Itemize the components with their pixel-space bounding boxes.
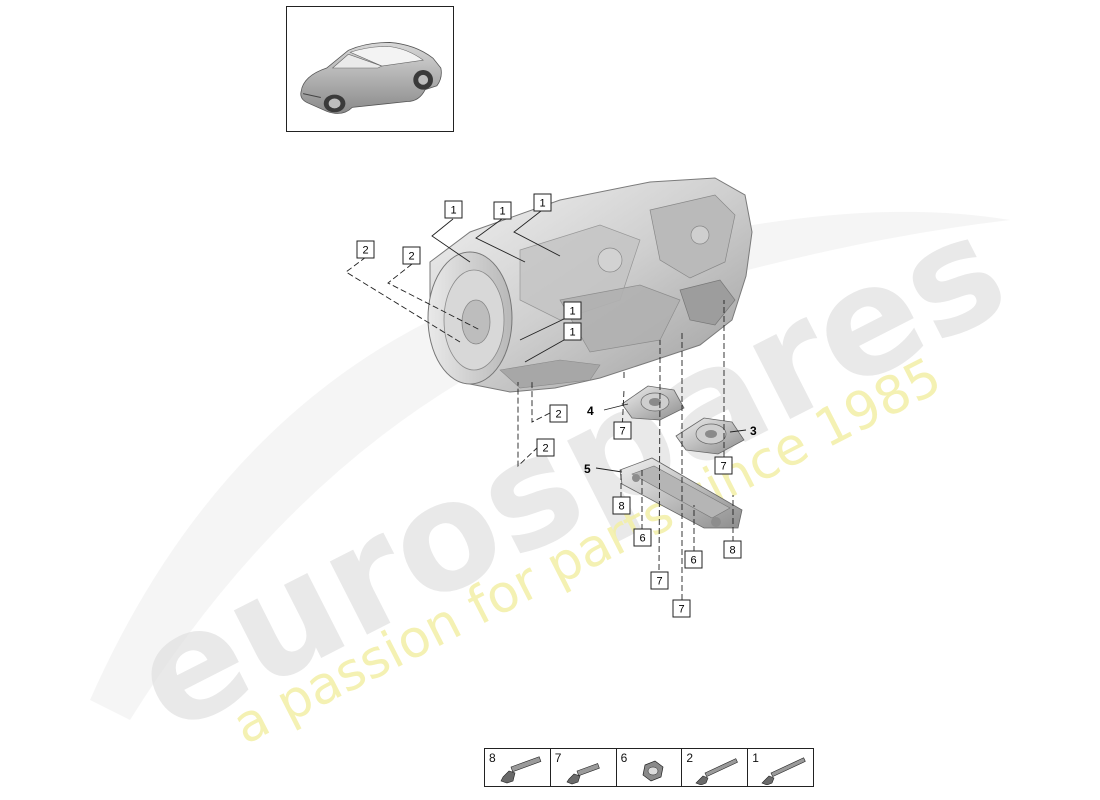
callout-label: 7 (720, 461, 726, 473)
legend-cell-8: 8 (485, 749, 551, 786)
legend-cell-1: 1 (748, 749, 813, 786)
legend-number: 6 (620, 751, 628, 765)
callout-7: 7 (672, 599, 691, 618)
callout-label: 7 (656, 576, 662, 588)
callout-7: 7 (613, 421, 632, 440)
legend-number: 7 (554, 751, 562, 765)
legend-number: 8 (489, 751, 496, 765)
callout-8: 8 (612, 496, 631, 515)
vehicle-thumbnail (286, 6, 454, 132)
mount-4 (621, 385, 685, 421)
callout-label: 2 (542, 443, 548, 455)
callout-6: 6 (633, 528, 652, 547)
label-4: 4 (587, 404, 594, 418)
leader-lines (345, 210, 747, 600)
callout-1: 1 (493, 201, 512, 220)
callout-8: 8 (723, 540, 742, 559)
callout-2: 2 (549, 404, 568, 423)
flange-bolt-icon (566, 763, 600, 785)
callouts: 1 1 1 2 2 1 1 (356, 193, 742, 618)
callout-2: 2 (536, 438, 555, 457)
hex-flange-bolt-icon (500, 756, 542, 784)
legend-cell-6: 6 (617, 749, 683, 786)
callout-1: 1 (563, 301, 582, 320)
callout-label: 2 (555, 409, 561, 421)
car-icon (300, 42, 442, 114)
fastener-legend: 8 7 6 2 (484, 748, 814, 787)
label-5: 5 (584, 462, 591, 476)
callout-label: 1 (569, 306, 575, 318)
hex-nut-icon (642, 760, 663, 782)
legend-cell-7: 7 (551, 749, 617, 786)
callout-label: 8 (729, 545, 735, 557)
label-3: 3 (750, 424, 757, 438)
legend-cell-2: 2 (682, 749, 749, 786)
callout-7: 7 (650, 571, 669, 590)
callout-label: 1 (499, 206, 505, 218)
legend-number: 2 (686, 751, 694, 765)
callout-6: 6 (684, 550, 703, 569)
callout-label: 6 (690, 555, 696, 567)
mount-3 (675, 417, 745, 455)
callout-label: 1 (569, 327, 575, 339)
callout-2: 2 (356, 240, 375, 259)
long-bolt-icon (695, 758, 739, 785)
callout-label: 1 (539, 198, 545, 210)
callout-label: 7 (619, 426, 625, 438)
transmission-assembly (427, 177, 753, 393)
crossmember-5 (619, 457, 743, 529)
callout-2: 2 (402, 246, 421, 265)
callout-7: 7 (714, 456, 733, 475)
callout-label: 2 (362, 245, 368, 257)
callout-label: 6 (639, 533, 645, 545)
plain-labels: 3 4 5 (584, 404, 757, 476)
legend-number: 1 (752, 751, 759, 765)
callout-1: 1 (444, 200, 463, 219)
callout-1: 1 (533, 193, 552, 212)
callout-label: 8 (618, 501, 624, 513)
callout-1: 1 (563, 322, 582, 341)
callout-label: 2 (408, 251, 414, 263)
callout-label: 1 (450, 205, 456, 217)
long-bolt-icon (761, 757, 806, 785)
callout-label: 7 (678, 604, 684, 616)
